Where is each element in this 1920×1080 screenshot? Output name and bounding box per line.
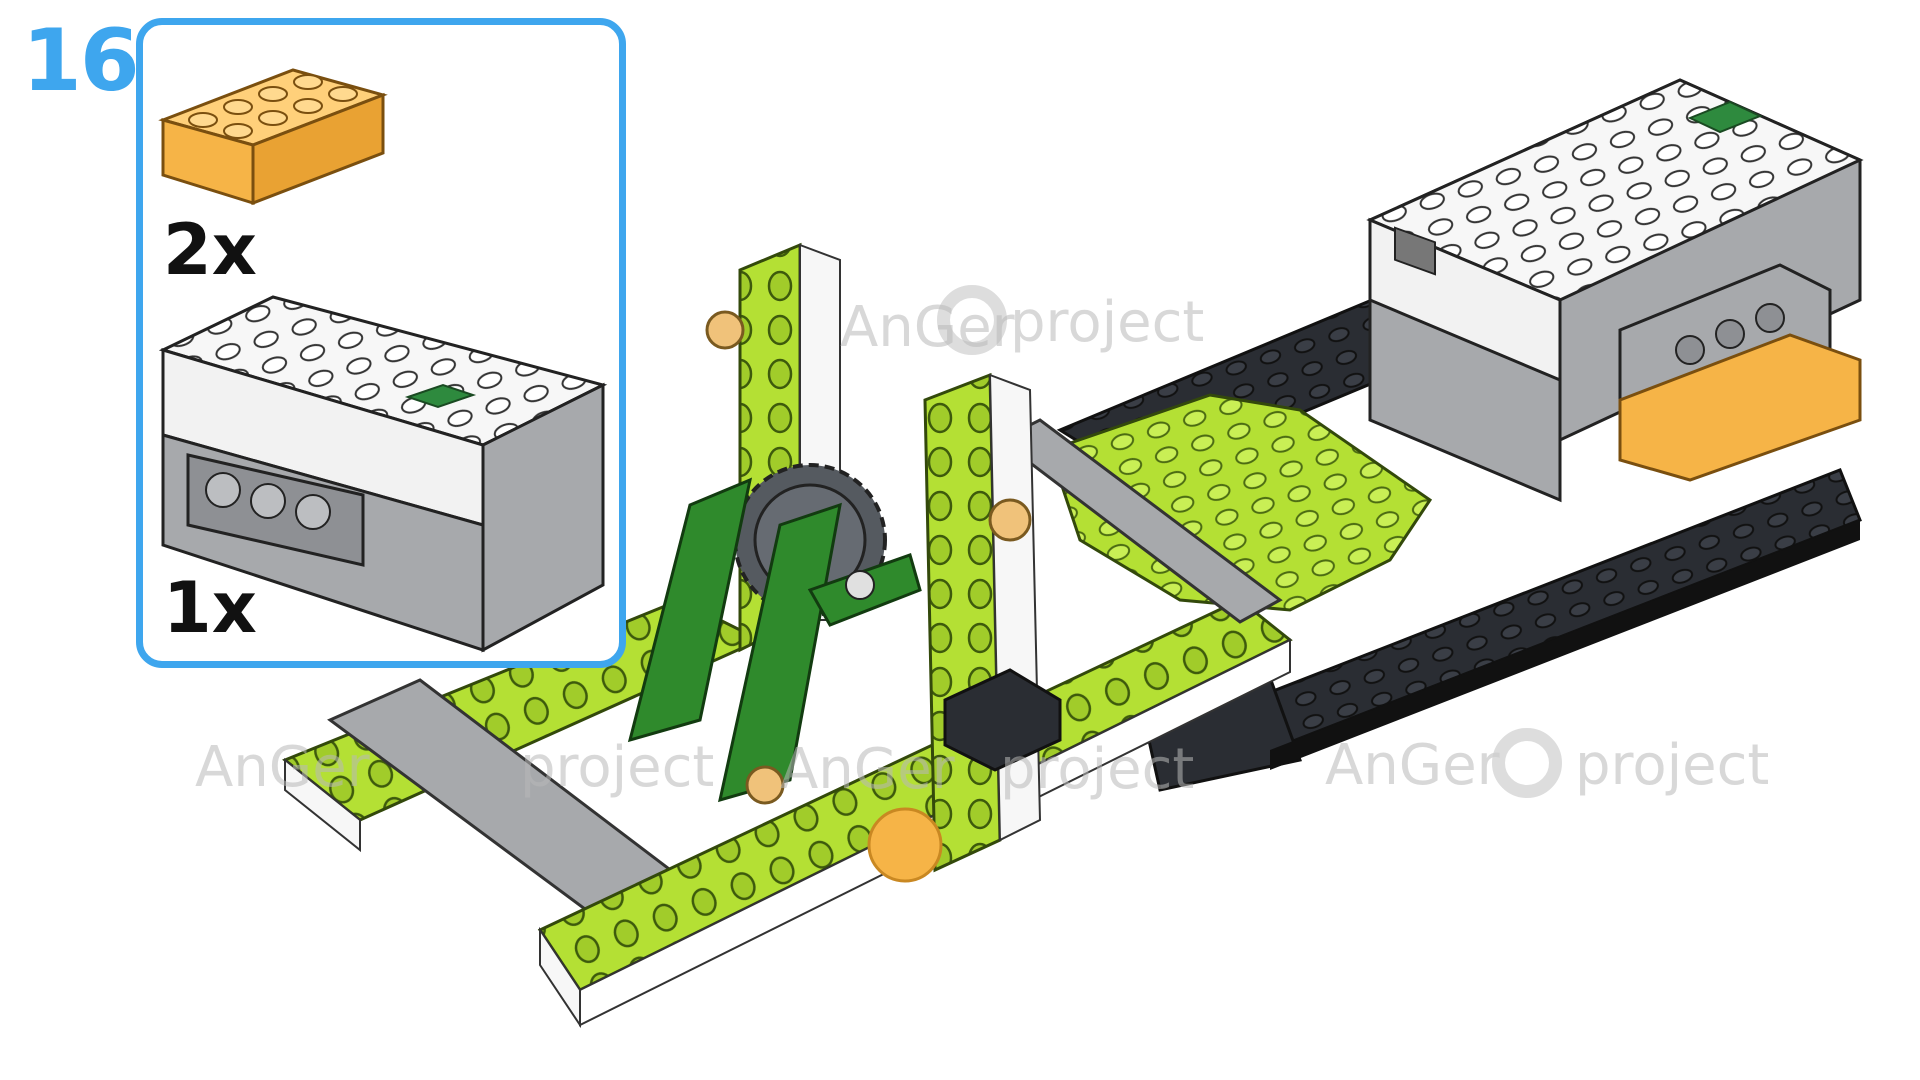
orange-brick-icon [158, 68, 388, 206]
smarthub-icon [158, 295, 608, 653]
smarthub-installed [1366, 78, 1864, 503]
orange-placement-dot [867, 807, 943, 883]
tan-pins [705, 310, 1032, 805]
parts-panel: 2x 1x [136, 18, 626, 668]
lime-wedge-plate [1048, 393, 1433, 612]
quantity-orange-brick: 2x [163, 209, 257, 291]
gear-and-arm [627, 463, 922, 803]
quantity-smarthub: 1x [163, 567, 257, 649]
parts-illustration [158, 68, 608, 653]
black-connector [943, 668, 1062, 772]
step-number: 16 [22, 11, 140, 111]
